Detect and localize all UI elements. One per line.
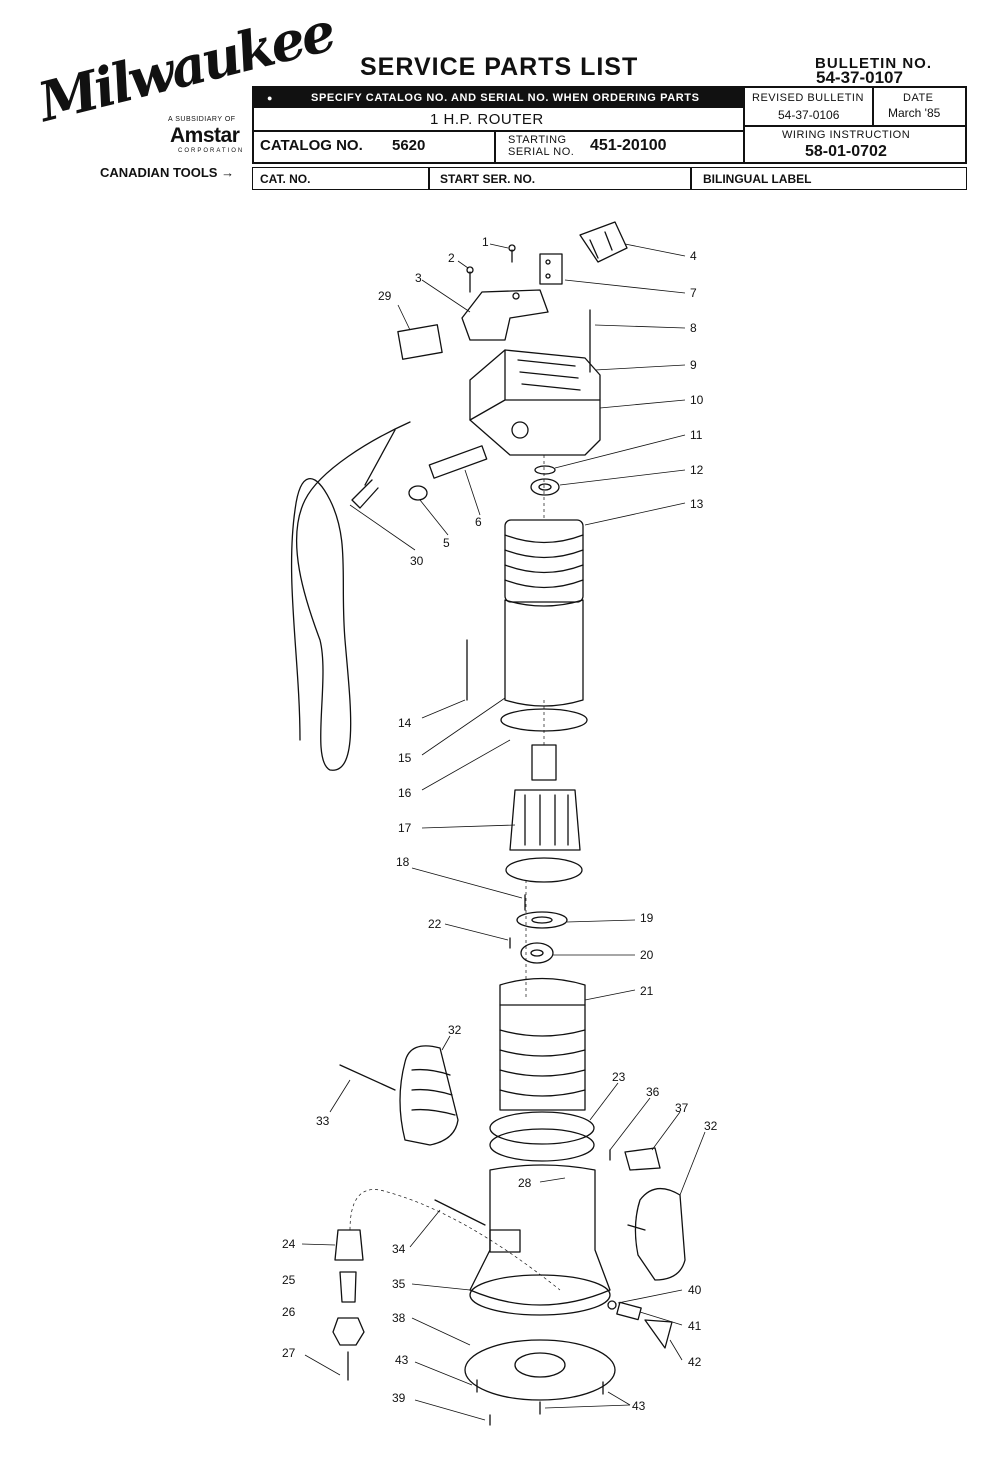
divider: [872, 86, 874, 126]
part-number: 15: [398, 751, 412, 765]
part-number: 35: [392, 1277, 406, 1291]
part-number: 11: [690, 428, 703, 442]
part-number: 37: [675, 1101, 689, 1115]
bulletin-label: BULLETIN NO.: [815, 55, 932, 72]
part-number: 8: [690, 321, 697, 335]
divider: [690, 167, 692, 190]
bulletin-number: 54-37-0107: [816, 68, 903, 87]
catalog-number: 5620: [392, 137, 426, 154]
start-ser-label: START SER. NO.: [440, 172, 536, 186]
part-number: 42: [688, 1355, 702, 1369]
product-name: 1 H.P. ROUTER: [430, 111, 544, 128]
date-label: DATE: [903, 92, 934, 104]
divider: [743, 125, 967, 127]
part-number: 17: [398, 821, 412, 835]
part-number: 22: [428, 917, 442, 931]
part-number: 12: [690, 463, 704, 477]
starting-label: STARTING: [508, 134, 567, 146]
part-number: 32: [448, 1023, 462, 1037]
part-number: 16: [398, 786, 412, 800]
cat-no-label: CAT. NO.: [260, 172, 311, 186]
part-number: 5: [443, 536, 450, 550]
part-number: 23: [612, 1070, 626, 1084]
amstar-logo: Amstar: [170, 124, 240, 147]
part-number: 41: [688, 1319, 702, 1333]
page-title: SERVICE PARTS LIST: [360, 53, 639, 81]
part-number: 1: [482, 235, 489, 249]
ordering-instruction-bar: ● SPECIFY CATALOG NO. AND SERIAL NO. WHE…: [253, 88, 744, 108]
part-number: 14: [398, 716, 412, 730]
part-number: 39: [392, 1391, 406, 1405]
divider: [494, 131, 496, 164]
divider: [252, 130, 744, 132]
divider: [428, 167, 430, 190]
part-number: 34: [392, 1242, 406, 1256]
bullet-icon: ●: [267, 93, 274, 103]
canadian-table: [252, 167, 967, 190]
serial-label: SERIAL NO.: [508, 146, 575, 158]
wiring-number: 58-01-0702: [805, 143, 887, 160]
part-number: 26: [282, 1305, 296, 1319]
part-number: 38: [392, 1311, 406, 1325]
part-number: 32: [704, 1119, 718, 1133]
revised-label: REVISED BULLETIN: [752, 92, 864, 104]
canadian-tools-label: CANADIAN TOOLS →: [100, 165, 234, 180]
catalog-label: CATALOG NO.: [260, 137, 363, 154]
part-number: 6: [475, 515, 482, 529]
part-number: 7: [690, 286, 697, 300]
revised-number: 54-37-0106: [778, 108, 840, 122]
part-number: 43: [632, 1399, 646, 1413]
subsidiary-text: A SUBSIDIARY OF: [168, 116, 236, 123]
canadian-tools-text: CANADIAN TOOLS: [100, 165, 218, 180]
arrow-right-icon: →: [221, 165, 235, 180]
part-number: 3: [415, 271, 422, 285]
part-number: 27: [282, 1346, 296, 1360]
ordering-instruction: SPECIFY CATALOG NO. AND SERIAL NO. WHEN …: [311, 92, 700, 104]
part-number: 29: [378, 289, 392, 303]
part-number: 40: [688, 1283, 702, 1297]
serial-number: 451-20100: [590, 137, 667, 154]
part-number: 33: [316, 1114, 330, 1128]
part-number: 20: [640, 948, 654, 962]
part-number: 9: [690, 358, 697, 372]
part-number: 13: [690, 497, 704, 511]
part-number: 4: [690, 249, 697, 263]
part-number: 30: [410, 554, 424, 568]
corporation-text: CORPORATION: [178, 148, 245, 154]
part-number: 10: [690, 393, 704, 407]
part-number: 36: [646, 1085, 660, 1099]
wiring-label: WIRING INSTRUCTION: [782, 129, 911, 141]
part-number: 25: [282, 1273, 296, 1287]
part-number: 21: [640, 984, 654, 998]
date-value: March '85: [888, 106, 941, 120]
part-number: 19: [640, 911, 654, 925]
part-number: 18: [396, 855, 410, 869]
part-number: 28: [518, 1176, 532, 1190]
part-number: 24: [282, 1237, 296, 1251]
part-number: 2: [448, 251, 455, 265]
part-number: 43: [395, 1353, 409, 1367]
bilingual-label: BILINGUAL LABEL: [703, 172, 812, 186]
